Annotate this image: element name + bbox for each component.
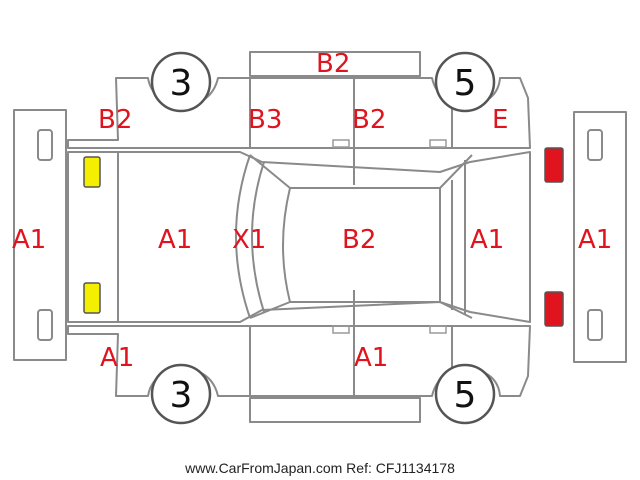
rear-lamp-bottom bbox=[544, 291, 564, 327]
footer-reference: www.CarFromJapan.com Ref: CFJ1134178 bbox=[184, 460, 455, 476]
wheel-bottom-left: 3 bbox=[150, 363, 212, 425]
wheel-top-right-number: 5 bbox=[454, 63, 477, 104]
wheel-bottom-left-number: 3 bbox=[170, 375, 193, 416]
label-left-rear-door: B2 bbox=[352, 105, 386, 135]
label-left-front-fender: B2 bbox=[98, 105, 132, 135]
cabin-outline bbox=[235, 154, 473, 319]
front-bumper-panel bbox=[13, 109, 67, 361]
wheel-bottom-right-number: 5 bbox=[454, 375, 477, 416]
wheel-top-left-number: 3 bbox=[170, 63, 193, 104]
label-front-bumper: A1 bbox=[12, 225, 46, 255]
front-lamp-bottom bbox=[83, 282, 101, 314]
label-rear-bumper: A1 bbox=[578, 225, 612, 255]
label-roof-top: B2 bbox=[316, 49, 350, 79]
label-trunk: A1 bbox=[470, 225, 504, 255]
rear-lamp-top bbox=[544, 147, 564, 183]
label-roof: B2 bbox=[342, 225, 376, 255]
label-windshield: X1 bbox=[232, 225, 266, 255]
label-right-front-fender: A1 bbox=[100, 343, 134, 373]
car-body-outline bbox=[67, 151, 531, 323]
wheel-top-right: 5 bbox=[434, 51, 496, 113]
rear-bumper-panel bbox=[573, 111, 627, 363]
wheel-top-left: 3 bbox=[150, 51, 212, 113]
front-lamp-top bbox=[83, 156, 101, 188]
wheel-bottom-right: 5 bbox=[434, 363, 496, 425]
label-hood: A1 bbox=[158, 225, 192, 255]
label-right-rear-door: A1 bbox=[354, 343, 388, 373]
label-left-front-door: B3 bbox=[248, 105, 282, 135]
label-left-rear-quarter: E bbox=[492, 105, 508, 135]
